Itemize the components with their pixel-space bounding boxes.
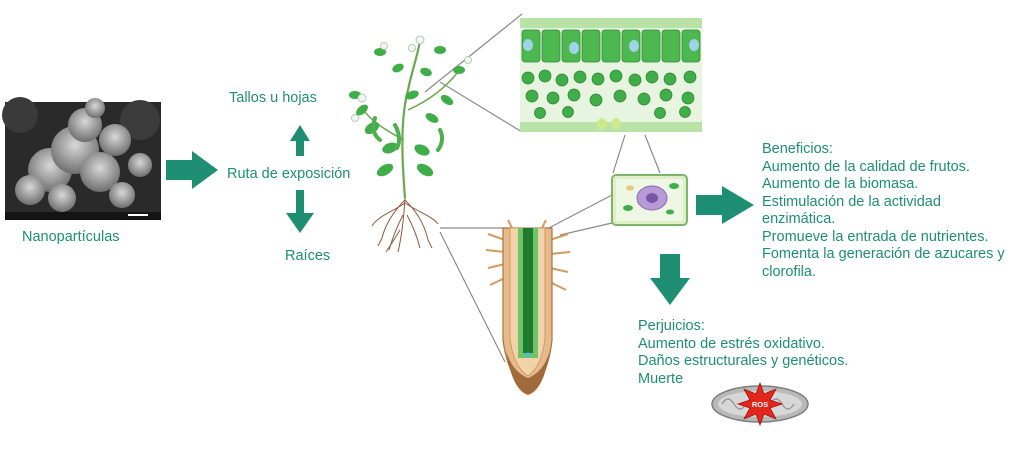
- benefit-item: clorofila.: [762, 263, 816, 280]
- mitochondrion-ros-illustration: ROS: [711, 381, 809, 427]
- stems-leaves-label: Tallos u hojas: [229, 90, 317, 106]
- harm-item: Aumento de estrés oxidativo.: [638, 335, 825, 352]
- arrow-to-benefits: [696, 186, 754, 224]
- plant-cell-illustration: [611, 174, 688, 226]
- leaf-tissue-illustration: [520, 18, 702, 132]
- harm-item: Daños estructurales y genéticos.: [638, 353, 849, 369]
- harms-title: Perjuicios:: [638, 318, 705, 334]
- ros-star-icon: [736, 381, 784, 427]
- benefit-item: Estimulación de la actividad: [762, 193, 941, 210]
- benefit-item: enzimática.: [762, 211, 836, 227]
- benefits-title: Beneficios:: [762, 141, 833, 157]
- roots-label: Raíces: [285, 248, 331, 264]
- exposure-route-label: Ruta de exposición: [227, 166, 351, 182]
- harm-item: Muerte: [638, 370, 684, 387]
- benefit-item: Aumento de la biomasa.: [762, 176, 919, 192]
- nanoparticle-micrograph: [2, 97, 161, 220]
- benefit-item: Aumento de la calidad de frutos.: [762, 158, 970, 175]
- arrow-down-to-harms: [650, 254, 690, 305]
- plant-illustration: [349, 35, 472, 253]
- ros-label: ROS: [752, 400, 768, 409]
- nanoparticles-label: Nanopartículas: [22, 229, 120, 245]
- benefits-block: Beneficios: Aumento de la calidad de fru…: [762, 141, 1005, 281]
- arrow-down-to-roots: [286, 190, 314, 233]
- arrow-to-exposure-route: [166, 151, 218, 189]
- arrow-up-to-stems: [290, 125, 310, 156]
- connector-lines: [424, 13, 661, 363]
- benefit-item: Promueve la entrada de nutrientes.: [762, 228, 989, 245]
- harms-block: Perjuicios: Aumento de estrés oxidativo.…: [638, 318, 848, 388]
- benefit-item: Fomenta la generación de azucares y: [762, 246, 1005, 262]
- root-section-illustration: [485, 219, 571, 395]
